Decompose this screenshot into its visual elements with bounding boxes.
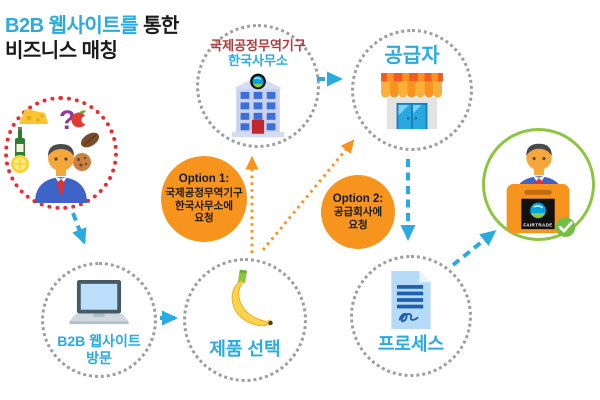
option2-heading: Option 2:	[332, 192, 384, 205]
node-fairtrade-office: 국제공정무역기구 한국사무소	[196, 24, 320, 148]
node-matched-buyer: FAIRTRADE	[482, 128, 595, 241]
website-label-line1: B2B 웹사이트	[57, 333, 141, 349]
question-mark-icon: ?	[59, 105, 76, 135]
fairtrade-logo-icon	[529, 202, 546, 218]
laptop-icon	[69, 280, 129, 325]
option1-line1: 국제공정무역기구	[165, 187, 243, 199]
process-label: 프로세스	[377, 334, 445, 354]
option2-line1: 공급회사에	[333, 206, 383, 219]
signature-squiggle	[398, 312, 419, 323]
option1-heading: Option 1:	[178, 173, 230, 186]
fairtrade-bag-person-icon: FAIRTRADE	[506, 143, 575, 237]
office-label-line1: 국제공정무역기구	[210, 38, 306, 53]
bag-label-text: FAIRTRADE	[523, 222, 552, 227]
website-label-line2: 방문	[86, 349, 112, 366]
node-supplier: 공급자	[351, 29, 473, 151]
banana-icon	[231, 269, 273, 327]
arrow-process-to-matched	[451, 230, 497, 267]
node-product-select: 제품 선택	[183, 258, 307, 382]
title-line1: B2B 웹사이트를 통한	[5, 14, 179, 39]
fairtrade-logo-icon	[250, 73, 266, 89]
check-badge-icon	[555, 216, 575, 237]
node-buyer: ?	[4, 96, 118, 210]
lemon-icon	[11, 155, 29, 173]
cheese-icon	[19, 109, 48, 124]
storefront-icon	[381, 72, 443, 129]
office-label-line2: 한국사무소	[228, 53, 288, 69]
option2-bubble: Option 2: 공급회사에 요청	[321, 175, 395, 249]
apple-icon	[71, 110, 90, 128]
buyer-thinking-icon: ?	[11, 105, 100, 203]
building-icon	[231, 73, 285, 137]
bottle-icon	[15, 127, 25, 159]
option1-line2: 한국사무소에	[175, 199, 233, 212]
arrow-buyer-to-website	[71, 212, 87, 245]
title-rest: 통한	[138, 15, 179, 37]
title-highlight: B2B 웹사이트를	[5, 15, 139, 37]
fairtrade-box-icon: FAIRTRADE	[506, 183, 569, 233]
title-line2: 비즈니스 매칭	[5, 40, 118, 62]
product-label: 제품 선택	[209, 339, 281, 359]
option1-line3: 요청	[194, 212, 214, 225]
page-title: B2B 웹사이트를 통한 비즈니스 매칭	[5, 14, 179, 64]
node-process: 프로세스	[350, 255, 472, 377]
person-icon	[35, 144, 87, 203]
option1-bubble: Option 1: 국제공정무역기구 한국사무소에 요청	[161, 156, 247, 242]
option2-line2: 요청	[348, 218, 368, 231]
cookie-icon	[73, 153, 91, 171]
document-icon	[391, 271, 431, 329]
supplier-label: 공급자	[384, 45, 440, 67]
coffee-bean-icon	[80, 132, 100, 148]
node-website-visit: B2B 웹사이트 방문	[41, 262, 157, 378]
